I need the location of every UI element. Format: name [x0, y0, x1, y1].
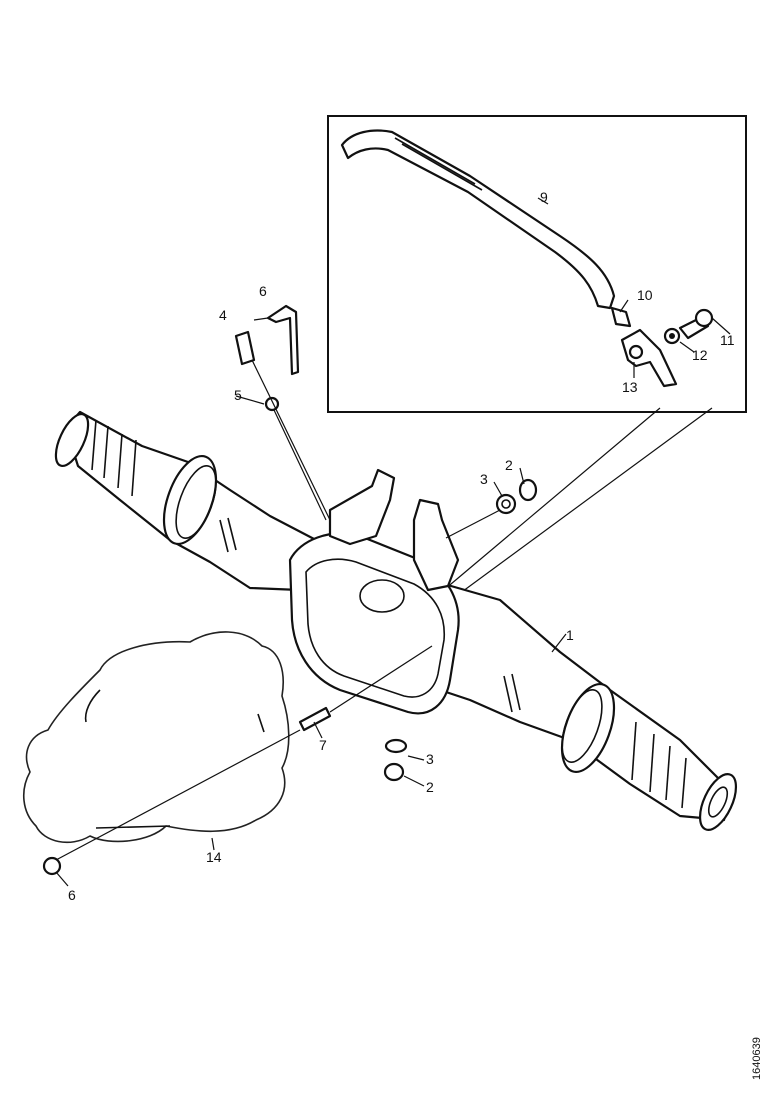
callout-6: 6 — [68, 887, 76, 903]
callout-3: 3 — [480, 471, 488, 487]
breather-hose-part-9 — [340, 129, 616, 310]
differential-carrier-part-14 — [23, 631, 290, 844]
callout-5: 5 — [234, 387, 242, 403]
detail-inset — [327, 115, 747, 413]
callout-3: 3 — [426, 751, 434, 767]
callout-11: 11 — [720, 332, 735, 348]
callout-7: 7 — [319, 737, 327, 753]
axle-housing-part-1 — [54, 410, 738, 831]
callout-4: 4 — [219, 307, 227, 323]
callout-13: 13 — [622, 379, 638, 395]
plug-part-2-top — [518, 478, 538, 502]
callout-6: 6 — [259, 283, 267, 299]
callout-9: 9 — [540, 189, 548, 205]
connector-part-4 — [234, 330, 256, 366]
callout-2: 2 — [505, 457, 513, 473]
nut-part-6-bottom — [42, 856, 62, 876]
callout-2: 2 — [426, 779, 434, 795]
callout-14: 14 — [206, 849, 222, 865]
callouts: 1 2 2 3 3 4 5 6 6 7 9 10 11 12 13 14 — [68, 189, 735, 903]
callout-12: 12 — [692, 347, 708, 363]
callout-1: 1 — [566, 627, 574, 643]
callout-10: 10 — [637, 287, 653, 303]
figure-code: 1640639 — [751, 1037, 763, 1080]
seal-ring-part-3-top — [495, 493, 517, 515]
hose-part-6-top — [266, 304, 300, 376]
seal-ring-part-3-bottom — [384, 738, 408, 754]
mounting-bracket-part-13 — [620, 328, 678, 388]
plug-part-2-bottom — [383, 762, 405, 782]
stud-part-7 — [298, 706, 332, 732]
